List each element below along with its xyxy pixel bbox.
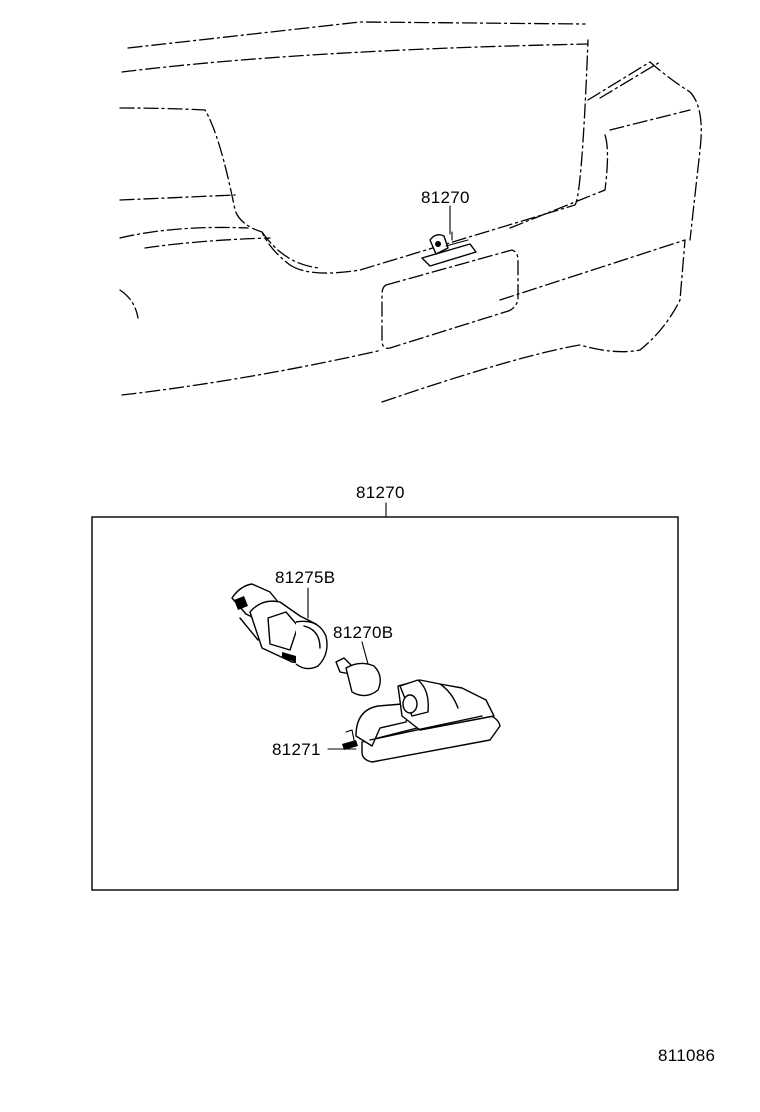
part-label-bulb: 81270B [333, 623, 393, 642]
license-lamp-on-vehicle [421, 231, 477, 267]
assembly-label: 81270 [356, 483, 405, 502]
vehicle-rear-view [119, 21, 702, 403]
part-label-socket: 81275B [275, 568, 335, 587]
assembly-frame [91, 516, 679, 891]
bulb-drawing [335, 641, 381, 697]
lens-housing-drawing [342, 679, 501, 763]
part-label-lens: 81271 [272, 740, 321, 759]
vehicle-callout-label: 81270 [421, 188, 470, 207]
socket-drawing [231, 583, 328, 670]
figure-number: 811086 [658, 1046, 715, 1065]
